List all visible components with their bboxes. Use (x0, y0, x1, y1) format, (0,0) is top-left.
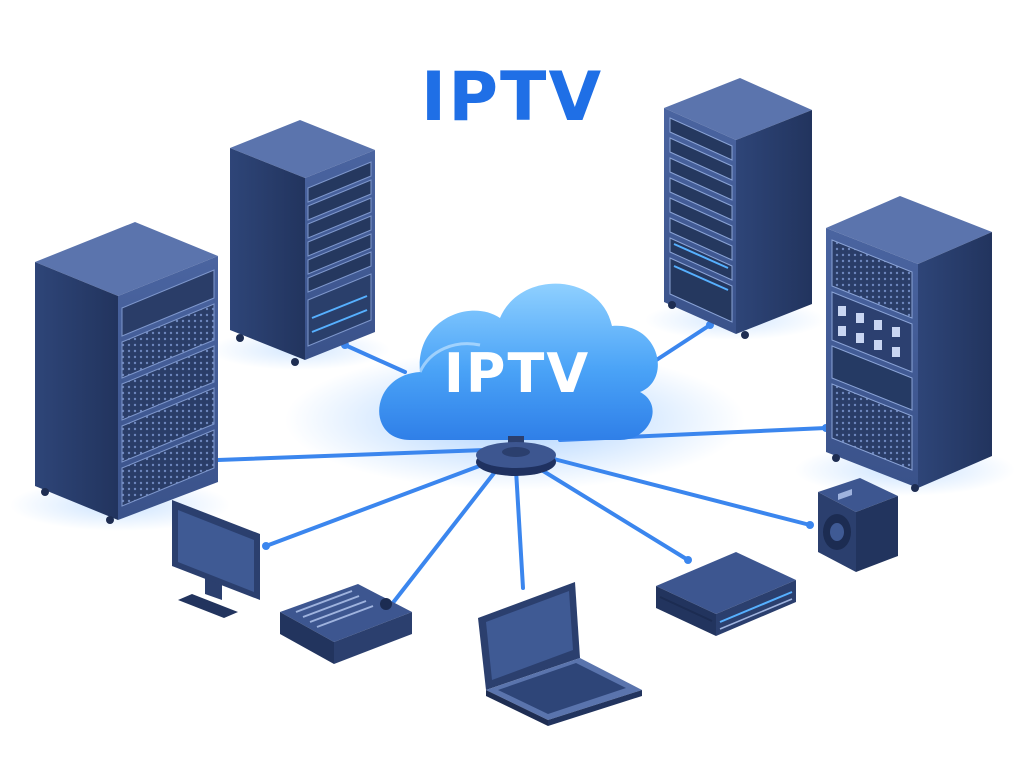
link-laptop (514, 468, 525, 590)
link-dot (684, 556, 692, 564)
link-set-top-box (383, 466, 500, 615)
page-title: IPTV (421, 58, 603, 137)
link-rack-left (216, 448, 487, 462)
laptop-icon (478, 582, 642, 726)
hub-icon (476, 436, 556, 476)
media-box-icon (818, 478, 898, 572)
server-rack-icon (826, 196, 992, 492)
cloud-icon (379, 283, 658, 440)
server-rack-icon (664, 78, 812, 339)
link-dot (806, 521, 814, 529)
server-rack-icon (35, 222, 218, 524)
server-rack-icon (230, 120, 375, 366)
set-top-box-icon (280, 584, 412, 664)
link-dot (262, 542, 270, 550)
monitor-icon (172, 500, 260, 618)
link-media-box (548, 456, 812, 527)
cloud-label: IPTV (444, 342, 590, 405)
link-monitor (264, 460, 492, 548)
link-switch (533, 464, 690, 562)
link-rack-small (343, 343, 407, 374)
network-switch-icon (656, 552, 796, 636)
